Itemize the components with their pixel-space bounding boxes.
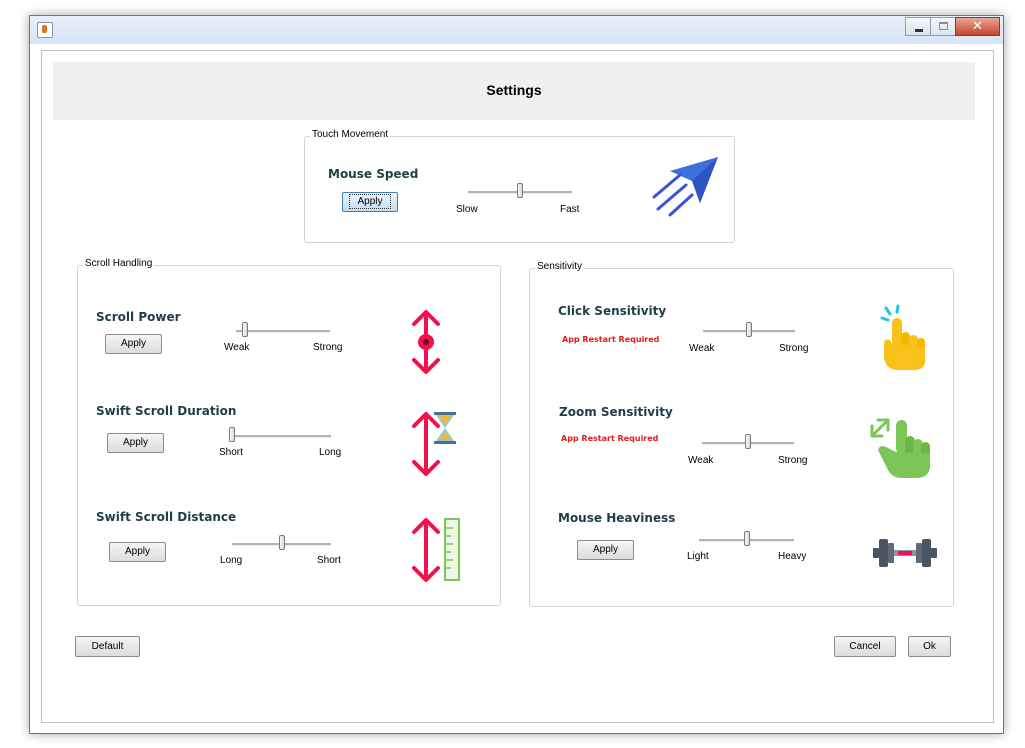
slider-thumb[interactable]: [242, 322, 249, 337]
scroll-handling-label: Scroll Handling: [83, 258, 155, 269]
sensitivity-group: Sensitivity Click Sensitivity App Restar…: [529, 261, 954, 607]
mouse-heaviness-apply-button[interactable]: Apply: [577, 540, 634, 560]
mouse-speed-slider[interactable]: [468, 183, 572, 203]
maximize-icon: [939, 22, 948, 30]
window-controls: ✕: [905, 17, 1000, 36]
zoom-hand-icon: [868, 414, 938, 482]
mouse-heaviness-slider[interactable]: [699, 531, 794, 551]
mouse-speed-title: Mouse Speed: [328, 167, 419, 181]
swift-scroll-distance-apply-button[interactable]: Apply: [109, 542, 166, 562]
mouse-speed-apply-button[interactable]: Apply: [342, 192, 398, 212]
minimize-icon: [915, 29, 923, 32]
scroll-power-title: Scroll Power: [96, 310, 181, 324]
close-icon: ✕: [972, 19, 983, 34]
slider-thumb[interactable]: [517, 183, 523, 198]
zoom-sensitivity-title: Zoom Sensitivity: [559, 405, 673, 419]
mouse-heaviness-min-label: Light: [687, 551, 709, 562]
minimize-button[interactable]: [905, 17, 931, 36]
scroll-power-apply-button[interactable]: Apply: [105, 334, 162, 354]
click-sensitivity-min-label: Weak: [689, 343, 715, 354]
click-sensitivity-max-label: Strong: [779, 343, 809, 354]
sensitivity-label: Sensitivity: [535, 261, 585, 272]
swift-scroll-distance-title: Swift Scroll Distance: [96, 510, 237, 524]
swift-scroll-duration-max-label: Long: [319, 447, 342, 458]
content-panel: Settings Touch Movement Mouse Speed Appl…: [41, 50, 994, 723]
zoom-sensitivity-restart-note: App Restart Required: [561, 434, 659, 443]
scroll-power-max-label: Strong: [313, 342, 343, 353]
scroll-power-slider[interactable]: [236, 322, 330, 342]
mouse-speed-max-label: Fast: [560, 204, 580, 215]
scroll-power-min-label: Weak: [224, 342, 250, 353]
swift-scroll-distance-min-label: Long: [220, 555, 243, 566]
swift-scroll-distance-slider[interactable]: [232, 535, 331, 555]
default-button[interactable]: Default: [75, 636, 140, 657]
slider-track: [236, 330, 330, 333]
settings-window: ✕ Settings Touch Movement Mouse Speed Ap…: [29, 15, 1004, 734]
swift-scroll-distance-max-label: Short: [317, 555, 341, 566]
slider-thumb[interactable]: [743, 531, 750, 546]
tap-finger-icon: [878, 304, 930, 372]
slider-track: [232, 435, 331, 438]
dumbbell-icon: [872, 534, 938, 572]
arrows-hourglass-icon: [408, 410, 464, 478]
ok-button[interactable]: Ok: [908, 636, 951, 657]
cancel-button[interactable]: Cancel: [834, 636, 896, 657]
mouse-heaviness-max-label: Heavy: [778, 551, 807, 562]
slider-thumb[interactable]: [278, 535, 285, 550]
java-cup-icon: [37, 22, 53, 38]
header-band: Settings: [53, 62, 975, 120]
click-sensitivity-restart-note: App Restart Required: [562, 335, 660, 344]
swift-scroll-duration-min-label: Short: [219, 447, 243, 458]
maximize-button[interactable]: [930, 17, 956, 36]
swift-scroll-duration-slider[interactable]: [229, 427, 331, 447]
zoom-sensitivity-min-label: Weak: [688, 455, 714, 466]
title-bar[interactable]: ✕: [30, 16, 1003, 44]
touch-movement-label: Touch Movement: [310, 129, 391, 140]
zoom-sensitivity-slider[interactable]: [702, 434, 794, 454]
click-sensitivity-title: Click Sensitivity: [558, 304, 667, 318]
slider-thumb[interactable]: [229, 427, 235, 442]
touch-movement-group: Touch Movement Mouse Speed Apply Slow Fa…: [304, 129, 735, 243]
slider-thumb[interactable]: [745, 434, 751, 449]
scroll-handling-group: Scroll Handling Scroll Power Apply Weak …: [77, 258, 501, 606]
swift-scroll-duration-title: Swift Scroll Duration: [96, 404, 237, 418]
mouse-speed-min-label: Slow: [456, 204, 478, 215]
page-title: Settings: [486, 82, 542, 98]
mouse-heaviness-title: Mouse Heaviness: [558, 511, 676, 525]
zoom-sensitivity-max-label: Strong: [778, 455, 808, 466]
arrows-ruler-icon: [408, 516, 464, 584]
close-button[interactable]: ✕: [955, 17, 1000, 36]
vertical-arrows-target-icon: [408, 308, 444, 376]
paper-plane-icon: [650, 155, 720, 219]
slider-thumb[interactable]: [746, 322, 752, 337]
swift-scroll-duration-apply-button[interactable]: Apply: [107, 433, 164, 453]
click-sensitivity-slider[interactable]: [703, 322, 795, 342]
